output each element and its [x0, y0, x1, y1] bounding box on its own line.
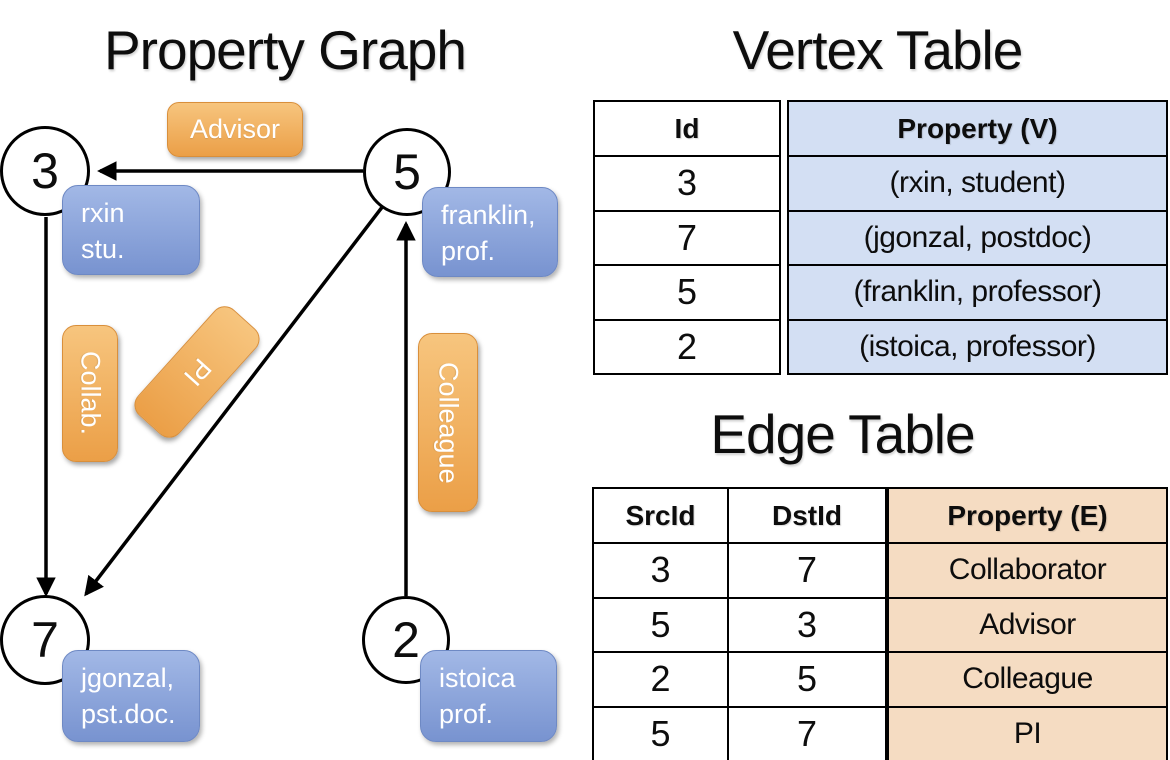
vertex-table-id-column: Id 3 7 5 2	[593, 100, 781, 375]
vertex-property-line: franklin,	[441, 200, 536, 230]
edge-table-id-columns: SrcId DstId 3 7 5 3 2 5 5 7	[592, 487, 887, 760]
edge-table-src-cell: 5	[592, 705, 729, 760]
vertex-table-property-cell: (istoica, professor)	[787, 318, 1168, 375]
vertex-table-id-cell: 5	[593, 264, 781, 321]
edge-table-dst-cell: 7	[727, 542, 887, 599]
vertex-table-id-cell: 3	[593, 155, 781, 212]
node-3-label: 3	[31, 143, 59, 199]
vertex-property-box-rxin: rxin stu.	[62, 185, 200, 275]
edge-table-src-cell: 2	[592, 651, 729, 708]
edge-table-dst-cell: 7	[727, 705, 887, 760]
vertex-table-id-header: Id	[593, 100, 781, 157]
vertex-table-property-cell: (franklin, professor)	[787, 264, 1168, 321]
property-graph-title: Property Graph	[103, 19, 467, 81]
vertex-property-line: stu.	[81, 234, 125, 265]
vertex-property-line: rxin	[81, 198, 125, 228]
edge-table-dst-cell: 3	[727, 596, 887, 653]
vertex-property-box-jgonzal: jgonzal, pst.doc.	[62, 650, 200, 742]
edge-label-box-advisor: Advisor	[167, 102, 303, 157]
edge-table-property-cell: Colleague	[887, 651, 1168, 708]
edge-table-src-header: SrcId	[592, 487, 729, 544]
vertex-table-property-cell: (jgonzal, postdoc)	[787, 209, 1168, 266]
edge-table-property-header: Property (E)	[887, 487, 1168, 544]
vertex-table-id-cell: 2	[593, 318, 781, 375]
vertex-property-box-franklin: franklin, prof.	[422, 187, 558, 277]
edge-table-property-cell: PI	[887, 705, 1168, 760]
node-2-label: 2	[392, 612, 420, 668]
edge-table-title: Edge Table	[710, 403, 975, 465]
vertex-property-box-istoica: istoica prof.	[420, 650, 557, 742]
edge-table-property-column: Property (E) Collaborator Advisor Collea…	[887, 487, 1168, 760]
vertex-table-property-cell: (rxin, student)	[787, 155, 1168, 212]
edge-table-src-cell: 3	[592, 542, 729, 599]
edge-label-box-colleague: Colleague	[418, 333, 478, 512]
edge-table-src-cell: 5	[592, 596, 729, 653]
edge-label-box-collab: Collab.	[62, 325, 118, 462]
edge-table-property-cell: Advisor	[887, 596, 1168, 653]
node-7-label: 7	[31, 612, 59, 668]
graph-node-3: 3	[0, 126, 90, 216]
vertex-property-line: prof.	[439, 699, 494, 730]
vertex-table-id-cell: 7	[593, 209, 781, 266]
node-5-label: 5	[393, 144, 421, 200]
edge-table-property-cell: Collaborator	[887, 542, 1168, 599]
vertex-property-line: istoica	[439, 663, 516, 693]
edge-label-box-pi: PI	[128, 300, 266, 444]
vertex-table-title: Vertex Table	[732, 19, 1024, 81]
edge-table-dst-header: DstId	[727, 487, 887, 544]
vertex-table-property-column: Property (V) (rxin, student) (jgonzal, p…	[787, 100, 1168, 375]
vertex-property-line: pst.doc.	[81, 699, 176, 730]
vertex-table-property-header: Property (V)	[787, 100, 1168, 157]
edge-table-dst-cell: 5	[727, 651, 887, 708]
graph-node-5: 5	[363, 128, 451, 216]
vertex-property-line: prof.	[441, 236, 496, 267]
vertex-property-line: jgonzal,	[81, 663, 175, 693]
